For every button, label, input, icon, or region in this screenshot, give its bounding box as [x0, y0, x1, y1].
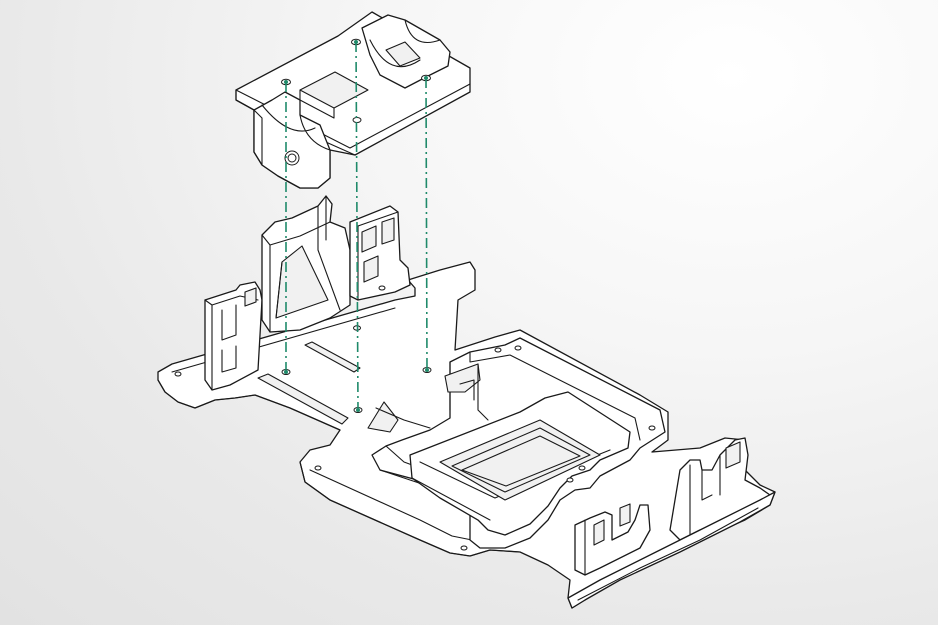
axis-center-end-2: [356, 408, 360, 412]
assembly-axes: [284, 40, 429, 412]
axis-center-end-1: [354, 40, 358, 44]
axis-right-end-1: [424, 76, 428, 80]
top-cradle: [235, 11, 471, 189]
axis-right: [425, 77, 428, 371]
axis-center: [355, 41, 359, 411]
tray-side-bracket: [574, 504, 651, 576]
axis-left-end-1: [284, 80, 288, 84]
cradle-left-block: [253, 91, 331, 189]
axis-right-end-2: [425, 368, 429, 372]
axis-left-end-2: [284, 370, 288, 374]
base-slot: [257, 373, 349, 425]
cradle-window: [299, 71, 369, 109]
base-tray: [157, 195, 776, 609]
